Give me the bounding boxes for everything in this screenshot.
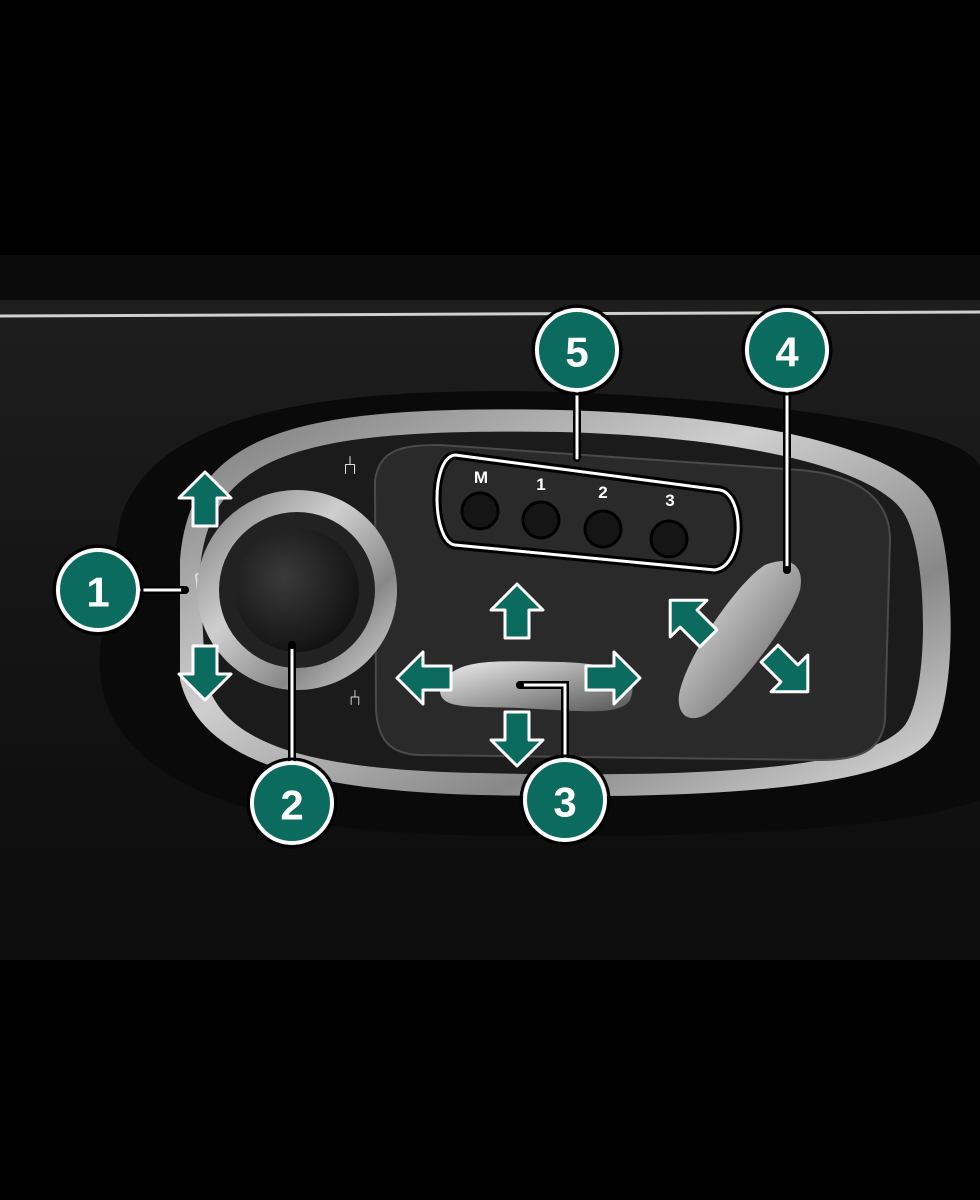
callout-2: 2	[246, 757, 338, 849]
memory-group-outline	[435, 453, 740, 572]
memory-button-2[interactable]: 2	[583, 483, 623, 549]
seat-lumbar-icon: ⑃	[348, 685, 361, 710]
leader-dots	[181, 566, 791, 689]
control-panel	[373, 443, 892, 762]
callout-1: 1	[52, 544, 144, 636]
multifunction-knob[interactable]	[235, 528, 359, 652]
door-lower-trim	[0, 850, 980, 960]
seat-heat-icon: ⑃	[342, 450, 358, 480]
memory-label-m: M	[474, 468, 488, 487]
callout-label: 5	[565, 329, 588, 376]
memory-button-m[interactable]: M	[460, 468, 500, 531]
memory-button-3[interactable]: 3	[649, 491, 689, 559]
callout-label: 3	[553, 779, 576, 826]
memory-label-3: 3	[665, 491, 674, 510]
recline-switch[interactable]	[678, 561, 801, 719]
callout-label: 1	[86, 569, 109, 616]
memory-label-2: 2	[598, 483, 607, 502]
callout-5: 5	[531, 304, 623, 396]
callout-3: 3	[519, 754, 611, 846]
callout-label: 2	[280, 782, 303, 829]
memory-label-1: 1	[536, 475, 545, 494]
memory-button-1[interactable]: 1	[521, 475, 561, 540]
leader-lines	[131, 384, 791, 769]
chrome-trim-line	[0, 310, 980, 318]
callout-4: 4	[741, 304, 833, 396]
door-top-shadow	[0, 255, 980, 305]
callout-label: 4	[775, 329, 799, 376]
